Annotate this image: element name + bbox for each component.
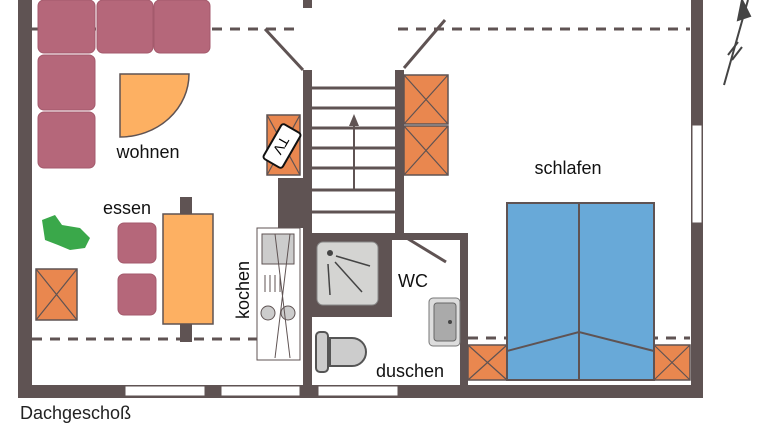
chair [117,222,157,264]
room-label-kochen: kochen [233,261,253,319]
sink [428,297,461,347]
dining-table [162,213,214,325]
double-bed [506,202,655,381]
room-label-wc: WC [398,271,428,291]
room-label-schlafen: schlafen [534,158,601,178]
cabinet-crosses [35,74,691,381]
room-label-wohnen: wohnen [115,142,179,162]
tv: TV [262,123,302,169]
floor-title: Dachgeschoß [20,403,132,423]
north-arrow-icon [723,0,752,86]
room-label-duschen: duschen [376,361,444,381]
chair [117,273,157,316]
windows [124,124,703,397]
stair-arrow-icon [349,114,359,126]
doors [263,19,447,264]
plant [42,215,90,250]
kitchen-counter [256,227,301,361]
toilet [315,331,367,373]
sofa [37,0,211,169]
staircase [312,86,395,214]
coffee-table [119,73,190,138]
room-label-essen: essen [103,198,151,218]
shower [316,241,379,306]
